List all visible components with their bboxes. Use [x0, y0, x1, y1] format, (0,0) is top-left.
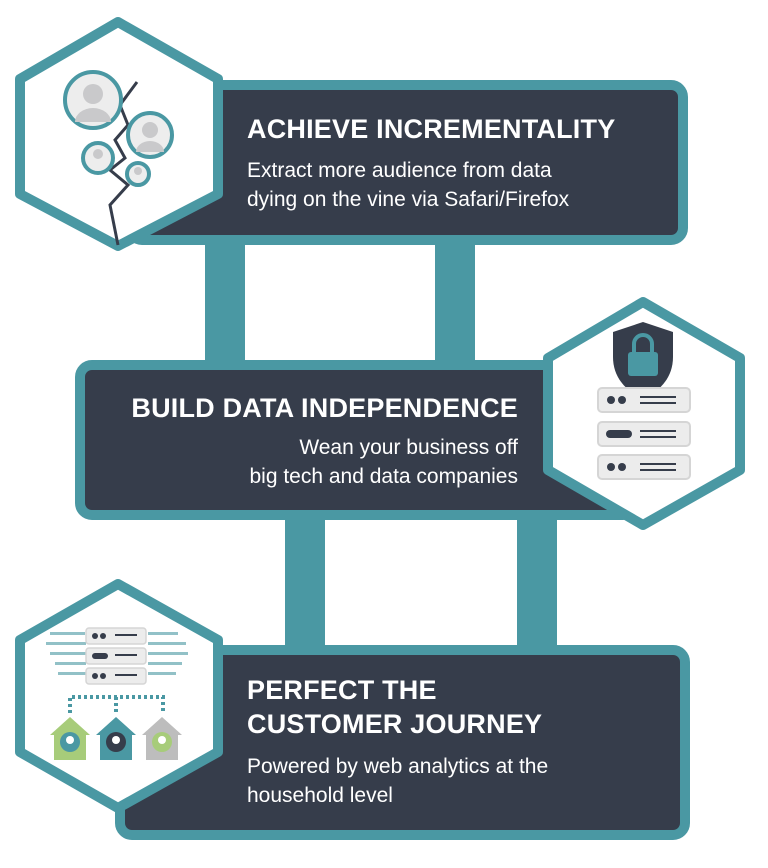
section-2-line-2: big tech and data companies: [249, 465, 518, 488]
section-1-line-2: dying on the vine via Safari/Firefox: [247, 188, 570, 211]
section-3-line-2: household level: [247, 784, 393, 807]
server-households-icon: [15, 579, 223, 813]
section-3-line-1: Powered by web analytics at the: [247, 755, 549, 778]
section-1-title: ACHIEVE INCREMENTALITY: [247, 114, 616, 144]
section-3-title-line-1: PERFECT THE: [247, 675, 437, 705]
section-2-line-1: Wean your business off: [299, 436, 518, 459]
section-3-title-line-2: CUSTOMER JOURNEY: [247, 709, 543, 739]
cracked-audience-icon: [15, 17, 223, 251]
section-2-title: BUILD DATA INDEPENDENCE: [131, 393, 518, 423]
secure-server-icon: [543, 297, 745, 530]
section-1-line-1: Extract more audience from data: [247, 159, 552, 182]
connector-pillars: [205, 240, 557, 650]
